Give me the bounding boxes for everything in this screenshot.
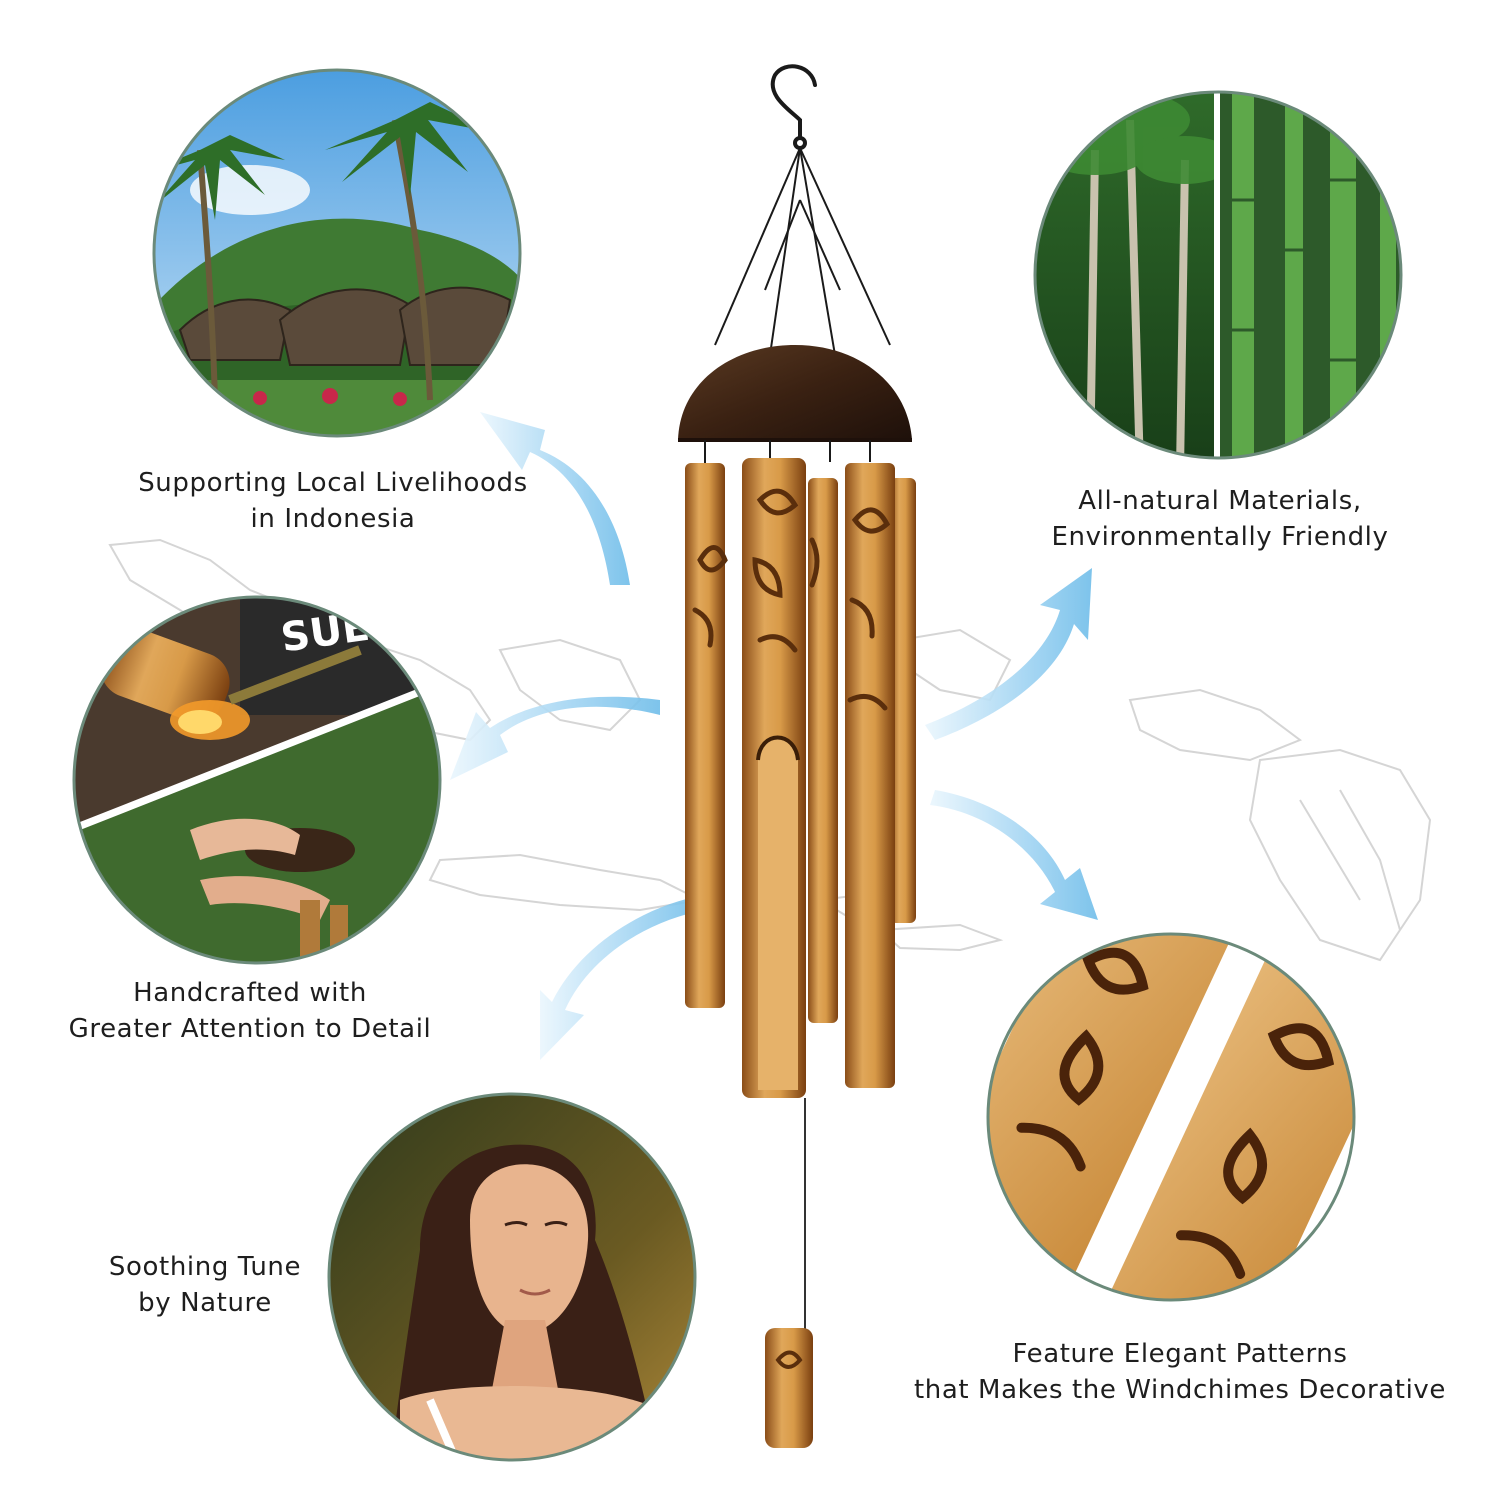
- caption-materials: All-natural Materials, Environmentally F…: [1051, 486, 1389, 552]
- arrow-left: [450, 696, 660, 780]
- bamboo-tubes: [685, 458, 916, 1098]
- caption-patterns: Feature Elegant Patterns that Makes the …: [913, 1339, 1446, 1405]
- arrow-down-right: [930, 790, 1098, 920]
- bamboo-tube: [890, 478, 916, 923]
- caption-tune: Soothing Tune by Nature: [108, 1252, 302, 1318]
- arrow-up-left: [480, 412, 630, 585]
- coconut-shell-cap: [678, 345, 912, 440]
- arrow-up-right: [925, 568, 1092, 740]
- bamboo-tube: [685, 463, 725, 1008]
- arrow-down-left: [540, 895, 705, 1060]
- caption-handcrafted: Handcrafted with Greater Attention to De…: [68, 978, 432, 1044]
- craftsman-photo: SUE: [72, 595, 442, 965]
- burned-flower-pattern: [692, 488, 891, 711]
- caption-livelihoods: Supporting Local Livelihoods in Indonesi…: [138, 468, 528, 534]
- hanging-strings: [714, 147, 891, 356]
- hanging-hook: [770, 64, 817, 150]
- bamboo-forest-photo: [1033, 90, 1403, 460]
- pattern-closeup-photo: [986, 932, 1356, 1302]
- bamboo-tube: [808, 478, 838, 1023]
- woman-portrait-photo: [327, 1092, 697, 1462]
- bamboo-tube: [845, 463, 895, 1088]
- village-photo: [152, 68, 522, 438]
- wind-catcher: [765, 1328, 813, 1448]
- bamboo-wind-chime: [678, 64, 916, 1448]
